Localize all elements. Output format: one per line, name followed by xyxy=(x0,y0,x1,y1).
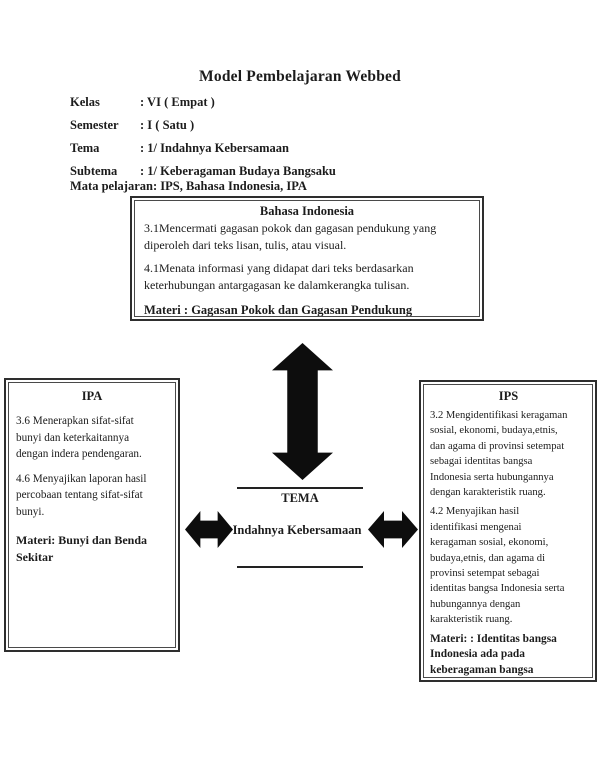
page-title: Model Pembelajaran Webbed xyxy=(199,68,401,85)
header-metadata: Kelas : VI ( Empat ) Semester : I ( Satu )… xyxy=(70,95,336,194)
ips-kd1: 3.2 Mengidentifikasi keragaman sosial, e… xyxy=(430,410,568,499)
ips-box: IPS 3.2 Mengidentifikasi keragaman sosia… xyxy=(419,380,597,682)
header-row-kelas: Kelas : VI ( Empat ) xyxy=(70,95,336,110)
ips-box-title: IPS xyxy=(498,389,519,403)
bahasa-indonesia-kd2: 4.1Menata informasi yang didapat dari te… xyxy=(144,261,414,292)
tema-bottom-rule xyxy=(237,566,363,568)
ips-box-inner: IPS 3.2 Mengidentifikasi keragaman sosia… xyxy=(423,384,593,678)
tema-value: : 1/ Indahnya Kebersamaan xyxy=(140,141,289,155)
kelas-label: Kelas xyxy=(70,95,100,109)
tema-node-value: Indahnya Kebersamaan xyxy=(232,523,362,537)
double-arrow-vertical-icon xyxy=(272,343,333,480)
kelas-value: : VI ( Empat ) xyxy=(140,95,215,109)
header-row-subtema: Subtema : 1/ Keberagaman Budaya Bangsaku xyxy=(70,164,336,179)
semester-value: : I ( Satu ) xyxy=(140,118,195,132)
bahasa-indonesia-box-inner: Bahasa Indonesia 3.1Mencermati gagasan p… xyxy=(134,200,480,317)
ipa-kd1: 3.6 Menerapkan sifat-sifat bunyi dan ket… xyxy=(16,415,142,460)
ipa-kd2: 4.6 Menyajikan laporan hasil percobaan t… xyxy=(16,472,147,518)
ipa-box-inner: IPA 3.6 Menerapkan sifat-sifat bunyi dan… xyxy=(8,382,176,648)
header-row-mata-pelajaran: Mata pelajaran: IPS, Bahasa Indonesia, I… xyxy=(70,179,336,194)
tema-label: Tema xyxy=(70,141,100,155)
bahasa-indonesia-materi: Materi : Gagasan Pokok dan Gagasan Pendu… xyxy=(144,303,413,317)
semester-label: Semester xyxy=(70,118,119,132)
ips-kd2: 4.2 Menyajikan hasil identifikasi mengen… xyxy=(430,506,565,626)
bahasa-indonesia-box: Bahasa Indonesia 3.1Mencermati gagasan p… xyxy=(130,196,484,321)
bahasa-indonesia-kd1: 3.1Mencermati gagasan pokok dan gagasan … xyxy=(144,221,437,252)
ipa-box-title: IPA xyxy=(81,389,103,403)
subtema-value: : 1/ Keberagaman Budaya Bangsaku xyxy=(140,164,336,178)
mata-pelajaran-text: Mata pelajaran: IPS, Bahasa Indonesia, I… xyxy=(70,179,307,193)
subtema-label: Subtema xyxy=(70,164,118,178)
header-row-tema: Tema : 1/ Indahnya Kebersamaan xyxy=(70,141,336,156)
bahasa-indonesia-box-title: Bahasa Indonesia xyxy=(259,204,355,218)
header-row-semester: Semester : I ( Satu ) xyxy=(70,118,336,133)
ips-materi: Materi: : Identitas bangsa Indonesia ada… xyxy=(430,632,557,676)
ipa-materi: Materi: Bunyi dan Benda Sekitar xyxy=(16,533,148,564)
tema-node-label: TEMA xyxy=(281,491,319,505)
ipa-box: IPA 3.6 Menerapkan sifat-sifat bunyi dan… xyxy=(4,378,180,652)
tema-top-rule xyxy=(237,487,363,489)
